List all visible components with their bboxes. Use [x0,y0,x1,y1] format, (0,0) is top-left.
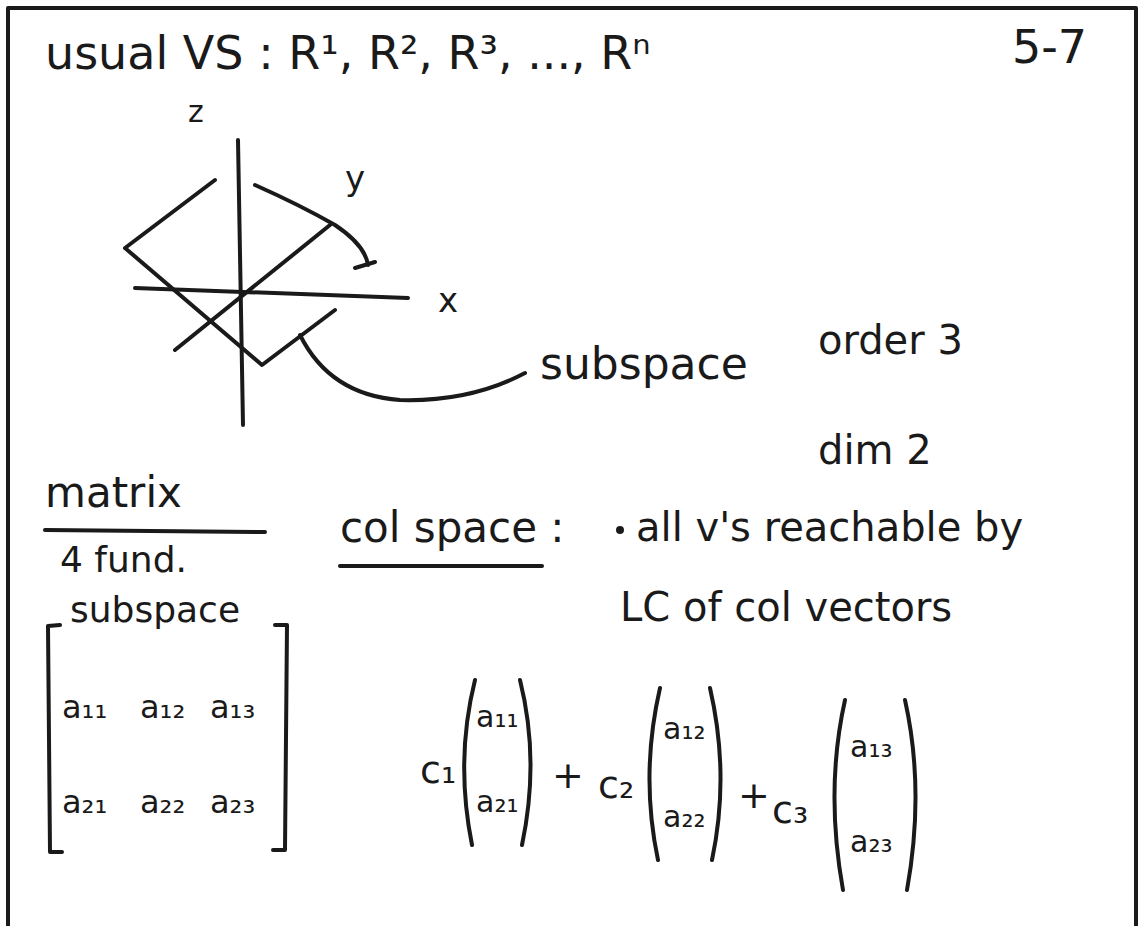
note-text: subspace [70,590,240,630]
vector-entry: a₁₁ [476,700,518,733]
vector-entry: a₂₁ [476,785,518,818]
note-text: dim 2 [818,428,932,472]
parenthesis [710,688,721,860]
matrix-bracket [48,625,62,852]
colon-dot [618,528,622,532]
underline [340,564,542,568]
page-number: 5-7 [1012,22,1087,73]
vector-entry: a₂₃ [850,825,892,858]
heading-text: col space : [340,505,565,551]
matrix-entry: a₁₃ [210,690,255,725]
matrix-entry: a₂₃ [210,785,255,820]
leader-line [300,335,525,400]
matrix-entry: a₁₁ [62,690,107,725]
parenthesis [649,688,660,860]
vector-entry: a₂₂ [663,800,705,833]
note-text: 4 fund. [60,540,187,580]
underline [45,530,265,532]
coefficient: c₁ [420,750,456,792]
note-text: LC of col vectors [620,585,952,629]
heading-text: matrix [45,470,182,516]
parenthesis [464,680,475,845]
matrix-bracket [273,625,287,850]
z-axis [238,140,243,425]
matrix-entry: a₂₂ [140,785,185,820]
note-text: all v's reachable by [636,505,1023,549]
parenthesis [905,700,916,890]
plane-outline [255,185,375,268]
parenthesis [520,680,531,845]
heading-text: usual VS : R¹, R², R³, ..., Rⁿ [45,28,651,79]
vector-entry: a₁₃ [850,730,892,763]
matrix-entry: a₁₂ [140,690,185,725]
axis-label: z [188,95,204,128]
parenthesis [834,700,845,890]
plus-sign: + [552,755,584,797]
note-text: subspace [540,340,748,388]
matrix-entry: a₂₁ [62,785,107,820]
vector-entry: a₁₂ [663,712,705,745]
coefficient: c₂ [598,765,634,807]
coefficient: c₃ [772,790,808,832]
note-text: order 3 [818,318,963,362]
axis-label: y [345,160,365,197]
page-frame [8,8,1136,926]
plus-sign: + [738,775,770,817]
axis-label: x [438,282,458,319]
